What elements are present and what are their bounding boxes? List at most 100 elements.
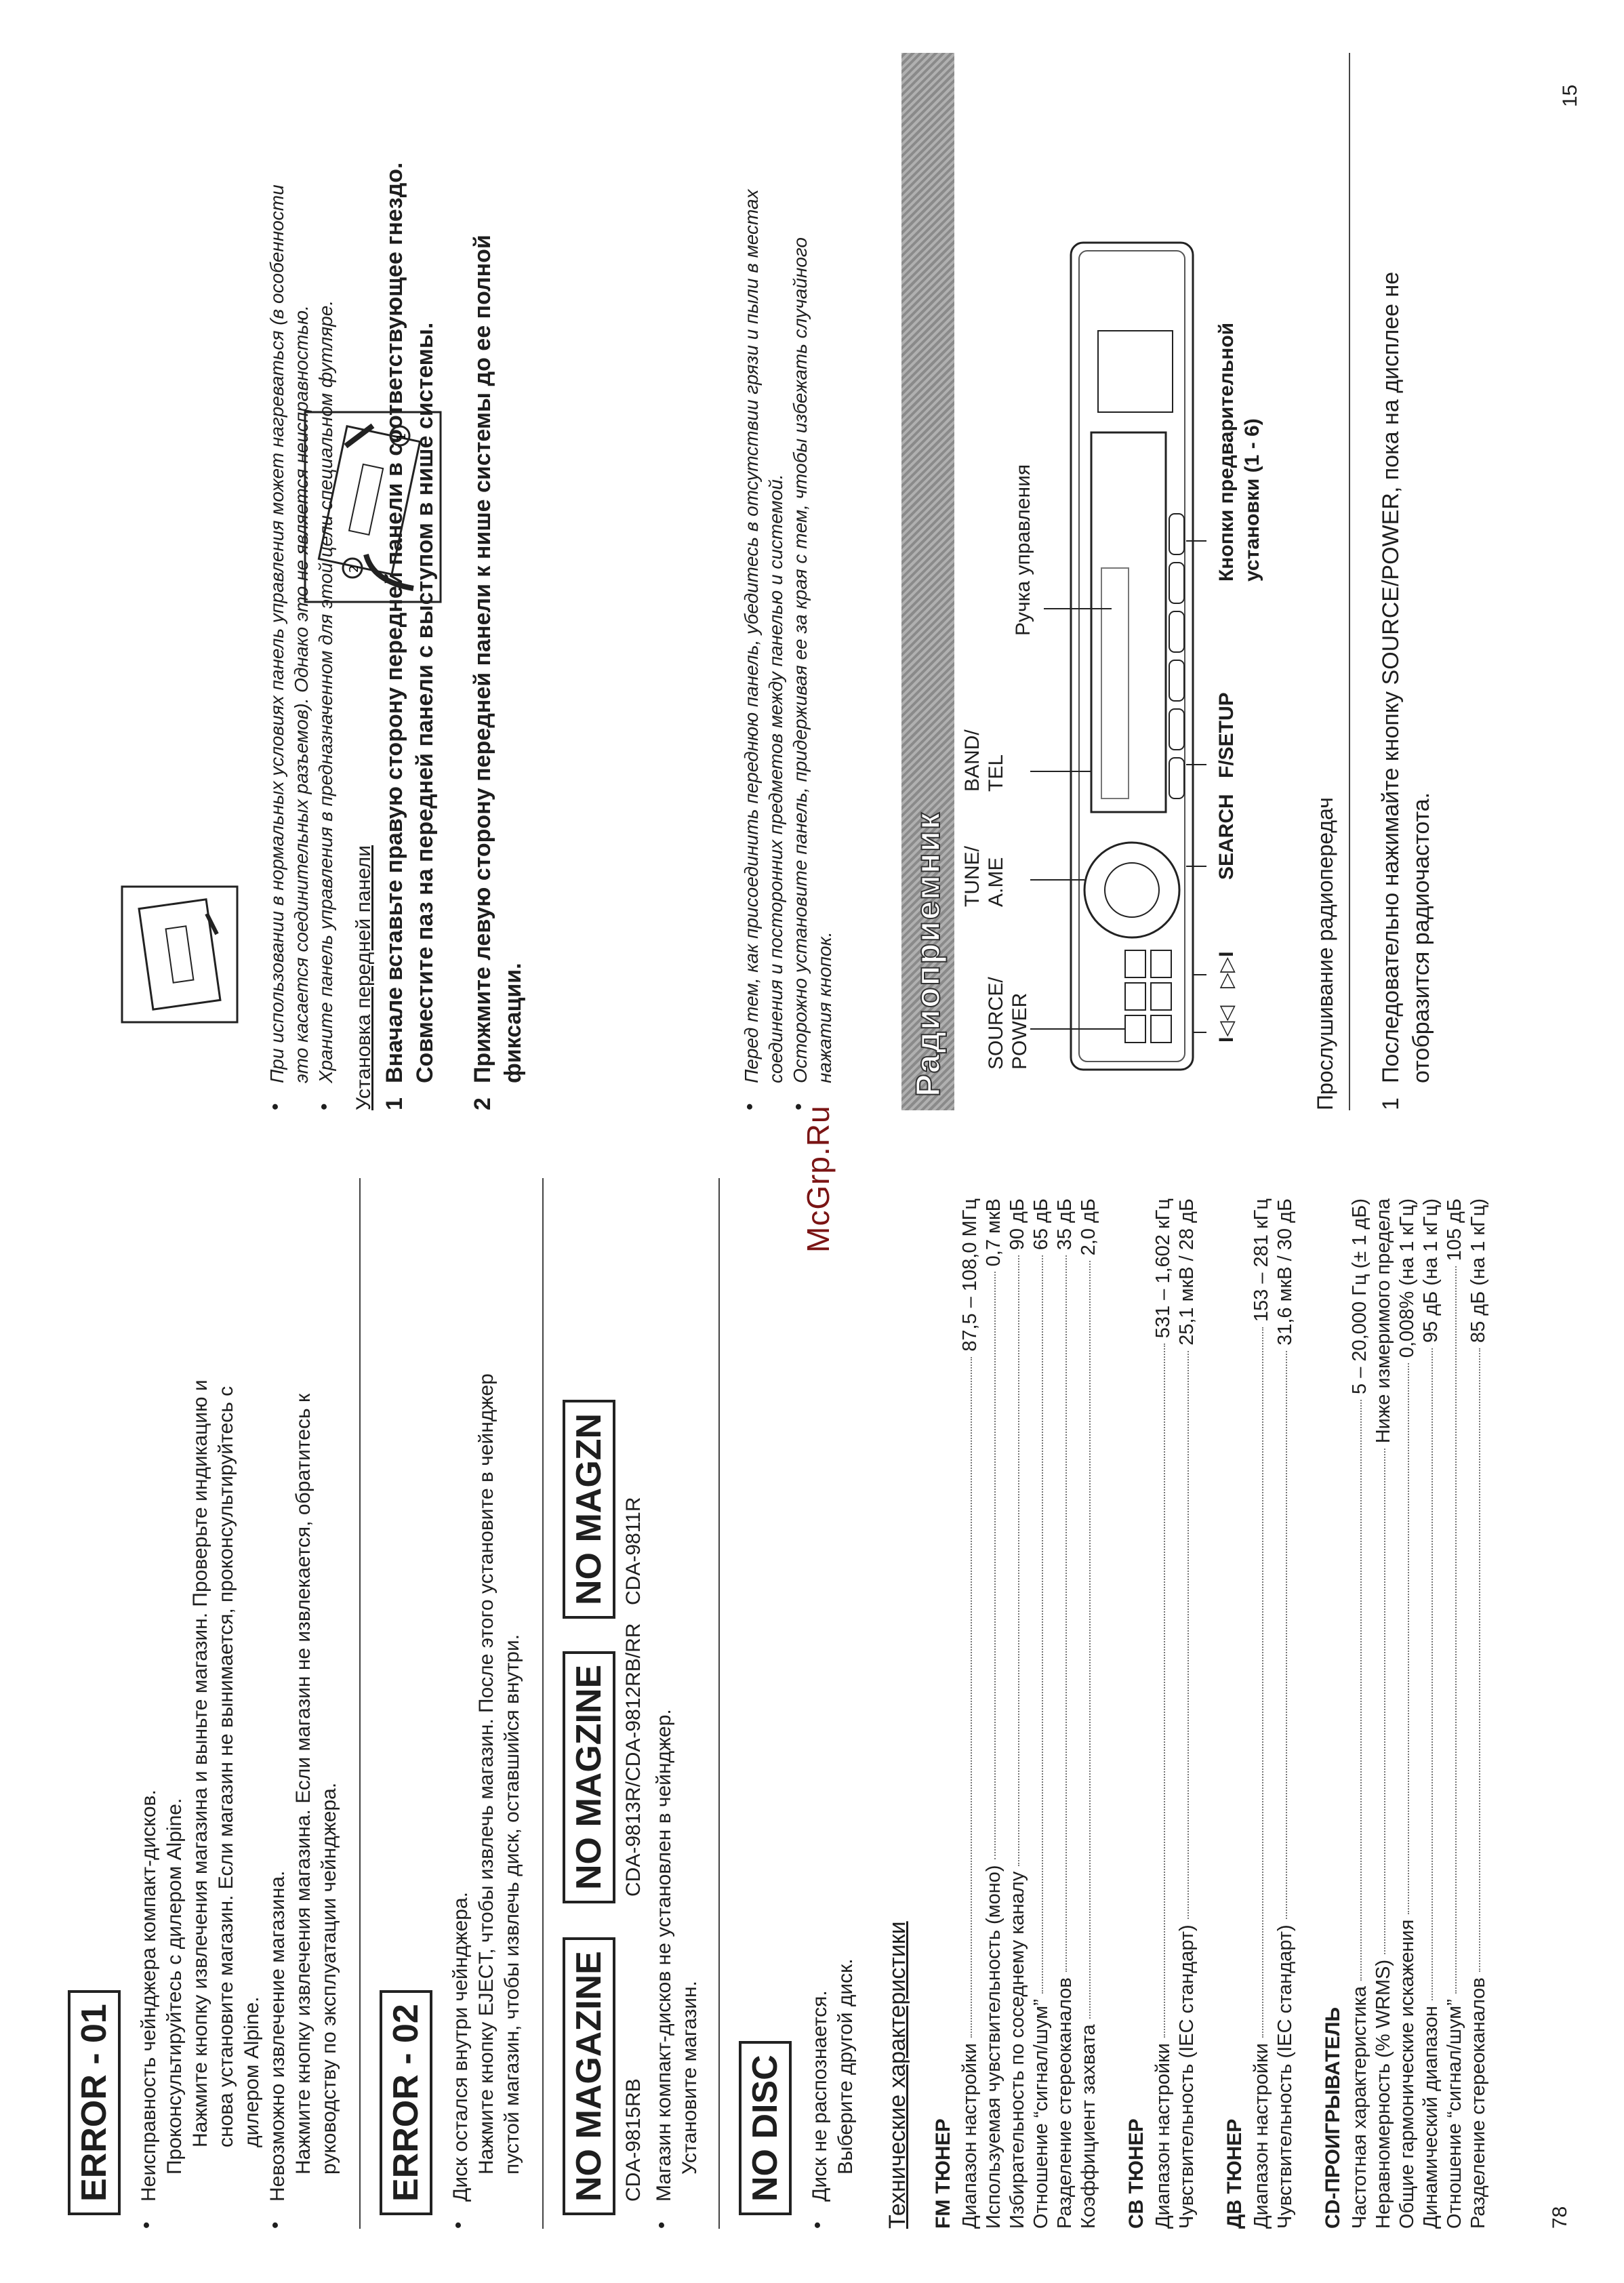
spec-row: Чувствительность (IEC стандарт)31,6 мкВ … [1274,1198,1297,2229]
spec-label: Диапазон настройки [1251,2043,1272,2229]
leader-dots [1187,1350,1189,1920]
spec-label: Отношение “сигнал/шум” [1444,1999,1465,2229]
divider [542,1178,544,2229]
no-magazine-line-1: Магазин компакт-дисков не установлен в ч… [653,1709,675,2202]
install-step-1-line-1: Вначале вставьте правую сторону передней… [382,162,407,1084]
bullet-icon: • [788,1103,810,1110]
spec-label: Неравномерность (% WRMS) [1373,1959,1394,2229]
spec-label: Частотная характеристика [1349,1985,1371,2229]
radio-section-title: Радиоприемник [908,811,948,1097]
leader-dots [1455,1266,1457,1994]
bullet-icon: • [264,2221,287,2229]
no-disc-line-1: Диск не распознается. [809,1990,831,2202]
label-power: POWER [1009,992,1031,1070]
spec-group-lw: ДВ ТЮНЕР [1223,2118,1246,2229]
error-02-line-3: пустой магазин, чтобы извлечь диск, оста… [501,1634,523,2175]
spec-group-mw: СВ ТЮНЕР [1125,2118,1148,2229]
spec-label: Общие гармонические искажения [1396,1919,1418,2229]
head-unit-diagram [1030,241,1206,1071]
spec-value: 85 дБ (на 1 кГц) [1467,1198,1489,1343]
spec-group-fm: FM ТЮНЕР [932,2118,954,2229]
label-tune: TUNE/ [961,846,983,907]
label-prev: I◁◁ [1215,1005,1238,1043]
spec-label: Чувствительность (IEC стандарт) [1176,1924,1198,2229]
mid-note-line-2: соединения и посторонних предметов между… [765,474,786,1083]
svg-text:2: 2 [347,565,361,573]
label-tel: TEL [985,754,1007,792]
svg-text:1: 1 [394,433,409,441]
spec-value: 35 дБ [1054,1198,1076,1251]
no-disc-title: NO DISC [739,2041,792,2215]
label-preset-2: установки (1 - 6) [1241,418,1263,582]
mid-note-line-1: Перед тем, как присоединить переднюю пан… [741,189,762,1083]
spec-label: Коэффициент захвата [1078,2024,1099,2229]
spec-group-cd: CD-ПРОИГРЫВАТЕЛЬ [1322,2006,1344,2229]
leader-dots [1432,1348,1433,2001]
spec-label: Диапазон настройки [1152,2043,1174,2229]
mid-note-line-4: нажатия кнопок. [814,931,835,1083]
page-number-left: 78 [1549,2206,1571,2229]
label-ame: A.ME [985,857,1007,907]
bullet-icon: • [651,2221,673,2229]
page-number-right: 15 [1559,84,1581,107]
spec-value: 153 – 281 кГц [1251,1198,1272,1322]
leader-dots [1018,1255,1019,1866]
listen-heading: Прослушивание радиопередач [1313,797,1337,1110]
listen-step-1-line-1: Последовательно нажимайте кнопку SOURCE/… [1378,271,1404,1083]
spec-label: Избирательность по соседнему каналу [1007,1871,1028,2229]
error-01-line-1: Неисправность чейнджера компакт-дисков. [138,1790,160,2202]
error-01-line-6: Невозможно извлечение магазина. [266,1870,289,2202]
error-02-line-1: Диск остался внутри чейнджера. [449,1891,472,2202]
spec-row: Используемая чувствительность (моно)0,7 … [983,1198,1005,2229]
listen-step-1-line-2: отобразится радиочастота. [1408,792,1434,1083]
spec-value: 2,0 дБ [1078,1198,1099,1256]
install-step-2-line-1: Прижмите левую сторону передней панели к… [470,235,495,1083]
spec-value: 531 – 1,602 кГц [1152,1198,1174,1339]
divider [718,1178,720,2229]
spec-row: Коэффициент захвата 2,0 дБ [1078,1198,1100,2229]
leader-dots [1360,1399,1362,1981]
spec-label: Диапазон настройки [959,2043,981,2229]
listen-step-1-number: 1 [1378,1097,1404,1110]
spec-row: Диапазон настройки 153 – 281 кГц [1251,1198,1273,2229]
spec-row: Диапазон настройки 531 – 1,602 кГц [1152,1198,1175,2229]
leader-dots [1384,1449,1385,1954]
error-01-line-8: руководству по эксплуатации чейнджера. [318,1782,340,2175]
install-step-2-number: 2 [470,1097,495,1110]
spec-value: Ниже измеримого предела [1373,1198,1394,1444]
divider [1349,53,1350,1110]
spec-row: Неравномерность (% WRMS) Ниже измеримого … [1373,1198,1395,2229]
spec-label: Чувствительность (IEC стандарт) [1274,1924,1296,2229]
bullet-icon: • [264,1103,287,1110]
panel-attach-illustration: 2 1 [304,411,442,603]
label-source: SOURCE/ [985,977,1007,1070]
bullet-icon: • [313,1103,336,1110]
spec-row: Отношение “сигнал/шум”105 дБ [1444,1198,1466,2229]
error-01-line-3: Нажмите кнопку извлечения магазина и вын… [189,1379,211,2147]
spec-label: Используемая чувствительность (моно) [983,1865,1004,2229]
no-disc-line-2: Выберите другой диск. [834,1958,857,2175]
model-2: CDA-9813R/CDA-9812RB/RR [622,1623,645,1897]
divider [359,1178,361,2229]
spec-value: 65 дБ [1030,1198,1052,1251]
right-page: • При использовании в нормальных условия… [0,53,1624,1110]
error-01-line-2: Проконсультируйтесь с дилером Alpine. [163,1798,186,2175]
specs-title: Технические характеристики [885,1921,910,2229]
label-band: BAND/ [961,729,983,792]
leader-dots [1042,1255,1043,1994]
leader-dots [971,1356,972,2038]
install-step-1-number: 1 [382,1097,407,1110]
leader-dots [1089,1261,1091,2019]
install-heading: Установка передней панели [352,845,375,1110]
spec-value: 90 дБ [1007,1198,1028,1251]
label-fsetup: F/SETUP [1215,692,1238,778]
bullet-icon: • [136,2221,158,2229]
leader-dots [1065,1255,1067,1973]
no-magazine-label-1: NO MAGAZINE [563,1937,616,2215]
